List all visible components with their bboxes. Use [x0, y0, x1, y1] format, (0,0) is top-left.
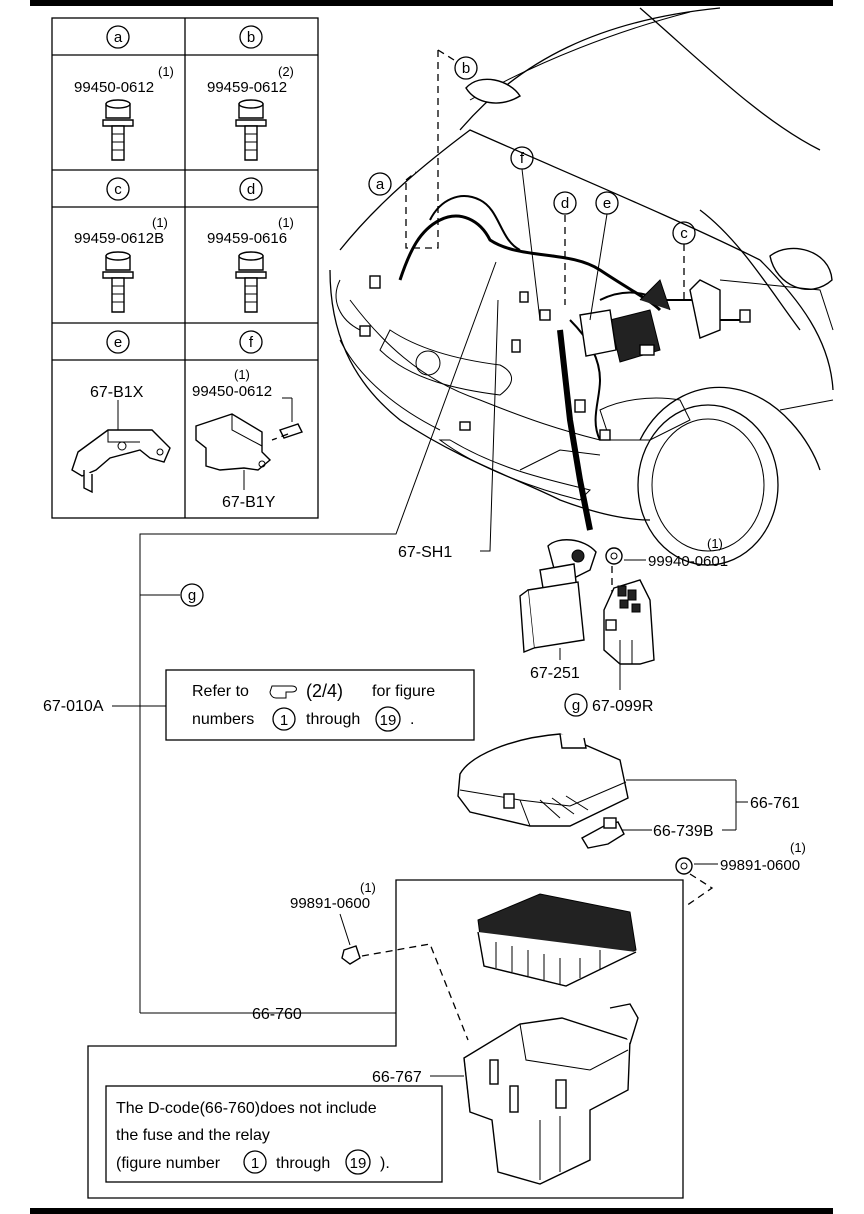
qty-99891-0600-left: (1) [360, 880, 376, 895]
bracket-e-icon [71, 400, 171, 494]
label-66-761: 66-761 [750, 795, 800, 812]
svg-text:Refer to: Refer to [192, 683, 249, 700]
table-callout-a: a [106, 25, 130, 49]
callout-c: c [672, 221, 696, 245]
vehicle-front-illustration [329, 7, 834, 566]
refer-note-box: Refer to (2/4) for figure numbers 1 thro… [165, 669, 475, 741]
table-callout-f: f [239, 330, 263, 354]
svg-text:d: d [561, 195, 569, 212]
callout-b: b [454, 56, 478, 80]
part-f: 99450-0612 [192, 383, 272, 400]
svg-text:c: c [114, 181, 122, 198]
svg-text:e: e [114, 334, 122, 351]
callout-e: e [595, 191, 619, 215]
part-67-099R-icon [603, 579, 655, 665]
qty-99940-0601: (1) [707, 536, 723, 551]
qty-99891-0600-right: (1) [790, 840, 806, 855]
svg-text:numbers: numbers [192, 711, 254, 728]
callout-a: a [368, 172, 392, 196]
label-67-099R: 67-099R [592, 698, 653, 715]
svg-text:d: d [247, 181, 255, 198]
part-67-251-icon [519, 539, 597, 654]
table-callout-d: d [239, 177, 263, 201]
callout-d: d [553, 191, 577, 215]
qty-f: (1) [234, 367, 250, 382]
part-ecu-module-icon [477, 893, 637, 987]
svg-text:.: . [410, 711, 414, 728]
part-66-739B-icon [581, 817, 625, 849]
label-66-767: 66-767 [372, 1069, 422, 1086]
dcode-note-box: The D-code(66-760)does not include the f… [105, 1085, 443, 1183]
svg-text:f: f [249, 334, 254, 351]
svg-text:g: g [572, 697, 580, 714]
svg-text:1: 1 [251, 1155, 259, 1172]
svg-text:the fuse and the relay: the fuse and the relay [116, 1127, 270, 1144]
svg-text:).: ). [380, 1155, 390, 1172]
qty-d: (1) [278, 215, 294, 230]
qty-b: (2) [278, 64, 294, 79]
svg-text:for figure: for figure [372, 683, 435, 700]
label-67-251: 67-251 [530, 665, 580, 682]
bolt-d-icon [235, 251, 267, 313]
svg-text:1: 1 [280, 712, 288, 729]
qty-a: (1) [158, 64, 174, 79]
reference-hand-icon [269, 685, 297, 699]
label-67-SH1: 67-SH1 [398, 544, 452, 561]
table-callout-c: c [106, 177, 130, 201]
svg-text:a: a [376, 176, 385, 193]
svg-text:The D-code(66-760)does not inc: The D-code(66-760)does not include [116, 1100, 377, 1117]
svg-text:19: 19 [380, 712, 397, 729]
table-callout-b: b [239, 25, 263, 49]
part-a: 99450-0612 [74, 79, 154, 96]
svg-text:f: f [520, 150, 525, 167]
bolt-a-icon [102, 99, 134, 161]
part-d: 99459-0616 [207, 230, 287, 247]
svg-text:a: a [114, 29, 123, 46]
svg-text:b: b [247, 29, 255, 46]
label-99940-0601: 99940-0601 [648, 553, 728, 570]
bottom-border [30, 1208, 833, 1214]
table-callout-e: e [106, 330, 130, 354]
bolt-c-icon [102, 251, 134, 313]
svg-text:e: e [603, 195, 611, 212]
part-66-767-icon [463, 1003, 639, 1185]
callout-g: g [180, 583, 204, 607]
nut-99940-0601-icon [605, 547, 623, 565]
svg-text:(figure number: (figure number [116, 1155, 221, 1172]
part-66-761-icon [457, 733, 629, 827]
svg-text:c: c [680, 225, 688, 242]
svg-text:(2/4): (2/4) [306, 681, 343, 701]
callout-g-fuse-block: g [564, 693, 588, 717]
qty-c: (1) [152, 215, 168, 230]
label-99891-0600-left: 99891-0600 [290, 895, 370, 912]
bracket-f-icon [195, 397, 303, 490]
bolt-b-icon [235, 99, 267, 161]
clip-99891-0600-right-icon [675, 857, 693, 875]
label-99891-0600-right: 99891-0600 [720, 857, 800, 874]
svg-text:through: through [306, 711, 360, 728]
svg-text:b: b [462, 60, 470, 77]
part-c: 99459-0612B [74, 230, 164, 247]
top-border [30, 0, 833, 6]
svg-text:19: 19 [350, 1155, 367, 1172]
part-b: 99459-0612 [207, 79, 287, 96]
part-f-bracket: 67-B1Y [222, 494, 276, 511]
fastener-table: a b c d e f (1) 99450-0612 (2) 99459-061… [51, 17, 319, 519]
svg-text:g: g [188, 587, 196, 604]
label-66-760: 66-760 [252, 1006, 302, 1023]
part-e: 67-B1X [90, 384, 144, 401]
callout-f: f [510, 146, 534, 170]
label-67-010A: 67-010A [43, 698, 104, 715]
svg-text:through: through [276, 1155, 330, 1172]
label-66-739B: 66-739B [653, 823, 714, 840]
clip-99891-0600-left-icon [341, 945, 361, 965]
module-66-760-frame [87, 879, 684, 1199]
